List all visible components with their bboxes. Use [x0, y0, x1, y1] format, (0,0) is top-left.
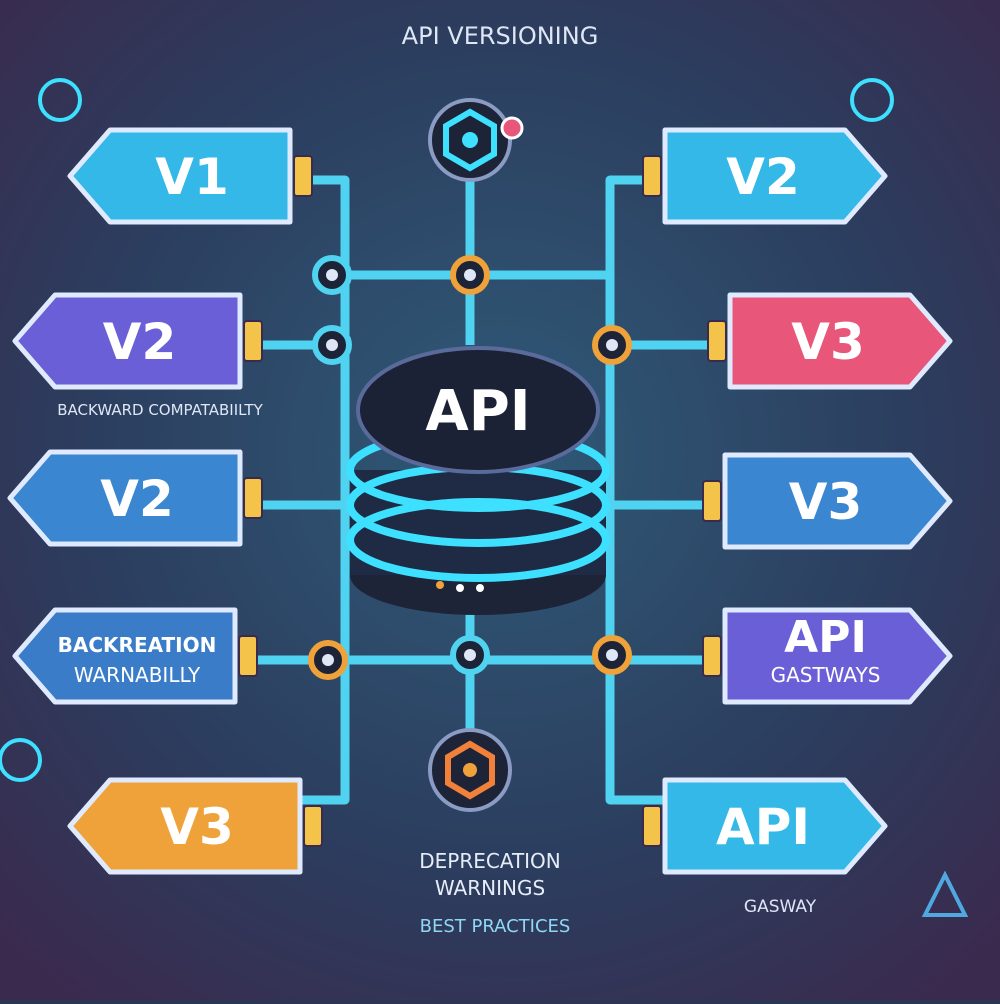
connector-plug: [243, 477, 263, 519]
connector-plug: [642, 155, 662, 197]
decorative-icon-left: [0, 738, 42, 782]
tag-sublabel: WARNABILLY: [74, 663, 201, 687]
tag-sublabel: GASTWAYS: [771, 663, 881, 687]
tag-label: V2: [103, 313, 177, 371]
warning-hub-bottom: [428, 728, 512, 812]
tag-label: V2: [100, 470, 174, 528]
best-practices-label: BEST PRACTICES: [420, 916, 571, 937]
tag-label: V3: [789, 473, 863, 531]
decorative-icon-top-right: [850, 78, 894, 122]
tag-label: V3: [160, 798, 234, 856]
tag-caption: GASWAY: [744, 897, 817, 917]
right-version-tag-3: V3: [702, 452, 953, 550]
diagram-title: API VERSIONING: [402, 22, 599, 50]
gear-hub-top: [428, 98, 524, 182]
tag-label: V3: [791, 313, 865, 371]
center-api-label: API: [425, 379, 530, 444]
tag-label: V2: [726, 148, 800, 206]
connector-plug: [702, 635, 722, 677]
right-version-tag-2: V3: [707, 292, 953, 390]
center-api-server: API: [346, 346, 610, 615]
connector-plug: [303, 805, 323, 847]
tag-caption: BACKWARD COMPATABIILTY: [57, 401, 263, 419]
left-version-tag-1: V1: [67, 127, 313, 225]
connector-plug: [707, 320, 727, 362]
decorative-icon-top-left: [38, 78, 82, 122]
left-version-tag-4: BACKREATION WARNABILLY: [12, 607, 258, 705]
tag-label: API: [784, 612, 867, 663]
left-version-tag-3: V2: [7, 449, 263, 547]
tag-label: BACKREATION: [58, 633, 217, 657]
left-version-tag-5: V3: [67, 777, 323, 875]
right-version-tag-1: V2: [642, 127, 888, 225]
warnings-label: WARNINGS: [435, 876, 545, 900]
connector-plug: [243, 320, 263, 362]
connector-plug: [238, 635, 258, 677]
connector-plug: [293, 155, 313, 197]
junction-nodes: [308, 255, 632, 680]
triangle-icon: [921, 870, 969, 917]
tag-label: API: [716, 798, 810, 856]
right-version-tag-5: API GASWAY: [642, 777, 888, 917]
deprecation-label: DEPRECATION: [419, 849, 561, 873]
tag-label: V1: [155, 148, 229, 206]
connector-plug: [642, 805, 662, 847]
connector-plug: [702, 480, 722, 522]
